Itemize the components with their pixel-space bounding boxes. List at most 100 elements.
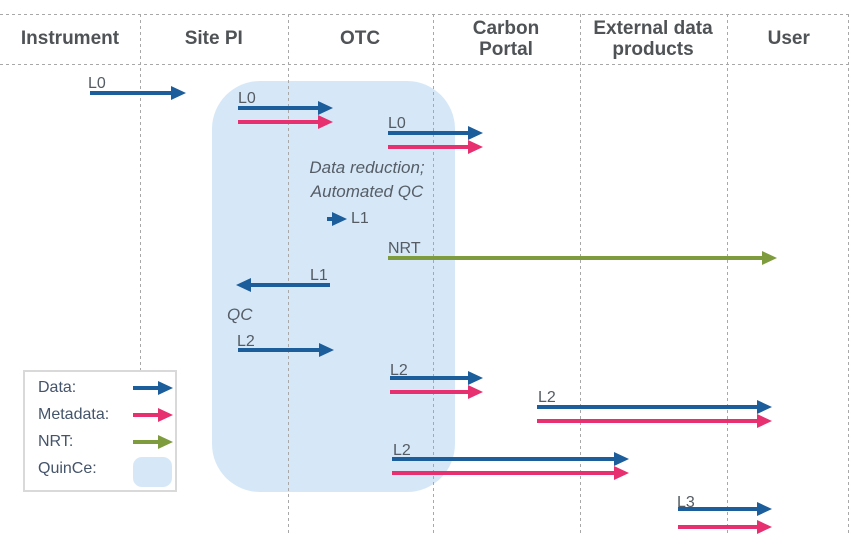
l2-otc-to-carbonportal-data-arrow [390, 371, 483, 385]
arrow-shaft [327, 217, 336, 221]
arrow-shaft [238, 106, 322, 110]
flow-label-l1: L1 [351, 210, 369, 227]
legend-quince-swatch [133, 457, 172, 487]
l2-otc-to-external-metadata-arrow [392, 466, 629, 480]
arrow-shaft [388, 256, 766, 260]
arrow-head [757, 400, 772, 414]
lane-divider-horizontal [0, 64, 851, 65]
column-header-otc: OTC [288, 14, 433, 64]
arrow-head [762, 251, 777, 265]
arrow-shaft [238, 348, 323, 352]
arrow-shaft [90, 91, 175, 95]
arrow-head [468, 126, 483, 140]
lane-divider-horizontal [0, 14, 851, 15]
arrow-shaft [133, 440, 162, 444]
arrow-head [171, 86, 186, 100]
flow-label-l2: L2 [393, 442, 411, 459]
process-note: Automated QC [310, 182, 424, 201]
l2-carbonportal-to-user-metadata-arrow [537, 414, 772, 428]
legend-metadata-arrow-icon [133, 408, 173, 422]
arrow-shaft [678, 507, 761, 511]
arrow-head [614, 452, 629, 466]
l2-otc-to-carbonportal-metadata-arrow [390, 385, 483, 399]
column-header-line: External data [593, 17, 713, 39]
legend-label-metadata: Metadata: [38, 406, 110, 423]
arrow-head [236, 278, 251, 292]
column-header-user: User [727, 14, 851, 64]
arrow-shaft [678, 525, 761, 529]
arrow-head [318, 101, 333, 115]
legend-data-arrow-icon [133, 381, 173, 395]
l2-carbonportal-to-user-data-arrow [537, 400, 772, 414]
column-header-line: Carbon [472, 17, 540, 39]
l1-produced-data-arrow [327, 212, 347, 226]
legend: Data: Metadata: NRT: QuinCe: [23, 370, 177, 492]
column-header-line: Instrument [20, 28, 120, 50]
l0-sitepi-to-otc-metadata-arrow [238, 115, 333, 129]
arrow-shaft [388, 131, 472, 135]
l0-otc-to-carbonportal-metadata-arrow [388, 140, 483, 154]
flow-label-l0: L0 [388, 115, 406, 132]
arrow-head [158, 381, 173, 395]
legend-label-nrt: NRT: [38, 433, 74, 450]
lane-divider-vertical [579, 14, 581, 533]
l0-instrument-to-sitepi-data-arrow [90, 86, 186, 100]
column-header-instrument: Instrument [0, 14, 140, 64]
arrow-shaft [238, 120, 322, 124]
column-header-line: OTC [339, 28, 381, 50]
nrt-otc-to-user-arrow [388, 251, 777, 265]
lane-divider-vertical [847, 14, 849, 533]
column-header-line: Site PI [184, 28, 243, 50]
process-note: Data reduction; [309, 158, 425, 177]
arrow-head [318, 115, 333, 129]
l3-external-to-user-data-arrow [678, 502, 772, 516]
lane-divider-vertical [140, 14, 141, 370]
arrow-shaft [390, 390, 472, 394]
legend-nrt-arrow-icon [133, 435, 173, 449]
l0-sitepi-to-otc-data-arrow [238, 101, 333, 115]
l0-otc-to-carbonportal-data-arrow [388, 126, 483, 140]
arrow-shaft [390, 376, 472, 380]
flow-label-l0: L0 [238, 90, 256, 107]
arrow-head [332, 212, 347, 226]
l1-otc-to-sitepi-data-arrow [236, 278, 330, 292]
arrow-head [757, 520, 772, 534]
arrow-head [468, 371, 483, 385]
column-header-line: User [767, 28, 810, 50]
arrow-shaft [392, 457, 618, 461]
arrow-shaft [133, 386, 162, 390]
flow-label-l0: L0 [88, 75, 106, 92]
legend-label-data: Data: [38, 379, 77, 396]
arrow-head [757, 414, 772, 428]
flow-label-l2: L2 [390, 362, 408, 379]
flow-label-l1: L1 [310, 267, 328, 284]
arrow-shaft [388, 145, 472, 149]
lane-divider-vertical [287, 14, 289, 533]
column-header-line: products [612, 39, 694, 60]
arrow-shaft [247, 283, 330, 287]
arrow-head [757, 502, 772, 516]
l2-sitepi-to-otc-data-arrow [238, 343, 334, 357]
arrow-head [468, 140, 483, 154]
arrow-shaft [392, 471, 618, 475]
flow-label-l3: L3 [677, 494, 695, 511]
arrow-head [614, 466, 629, 480]
arrow-shaft [133, 413, 162, 417]
lane-divider-vertical [432, 14, 434, 533]
l3-external-to-user-metadata-arrow [678, 520, 772, 534]
flow-label-nrt: NRT [388, 240, 421, 257]
arrow-shaft [537, 419, 761, 423]
l2-otc-to-external-data-arrow [392, 452, 629, 466]
flow-label-l2: L2 [538, 389, 556, 406]
arrow-head [319, 343, 334, 357]
arrow-head [158, 435, 173, 449]
process-note: QC [227, 305, 253, 324]
lane-divider-vertical [726, 14, 728, 533]
arrow-shaft [537, 405, 761, 409]
legend-label-quince: QuinCe: [38, 460, 97, 477]
arrow-head [158, 408, 173, 422]
flow-label-l2: L2 [237, 333, 255, 350]
